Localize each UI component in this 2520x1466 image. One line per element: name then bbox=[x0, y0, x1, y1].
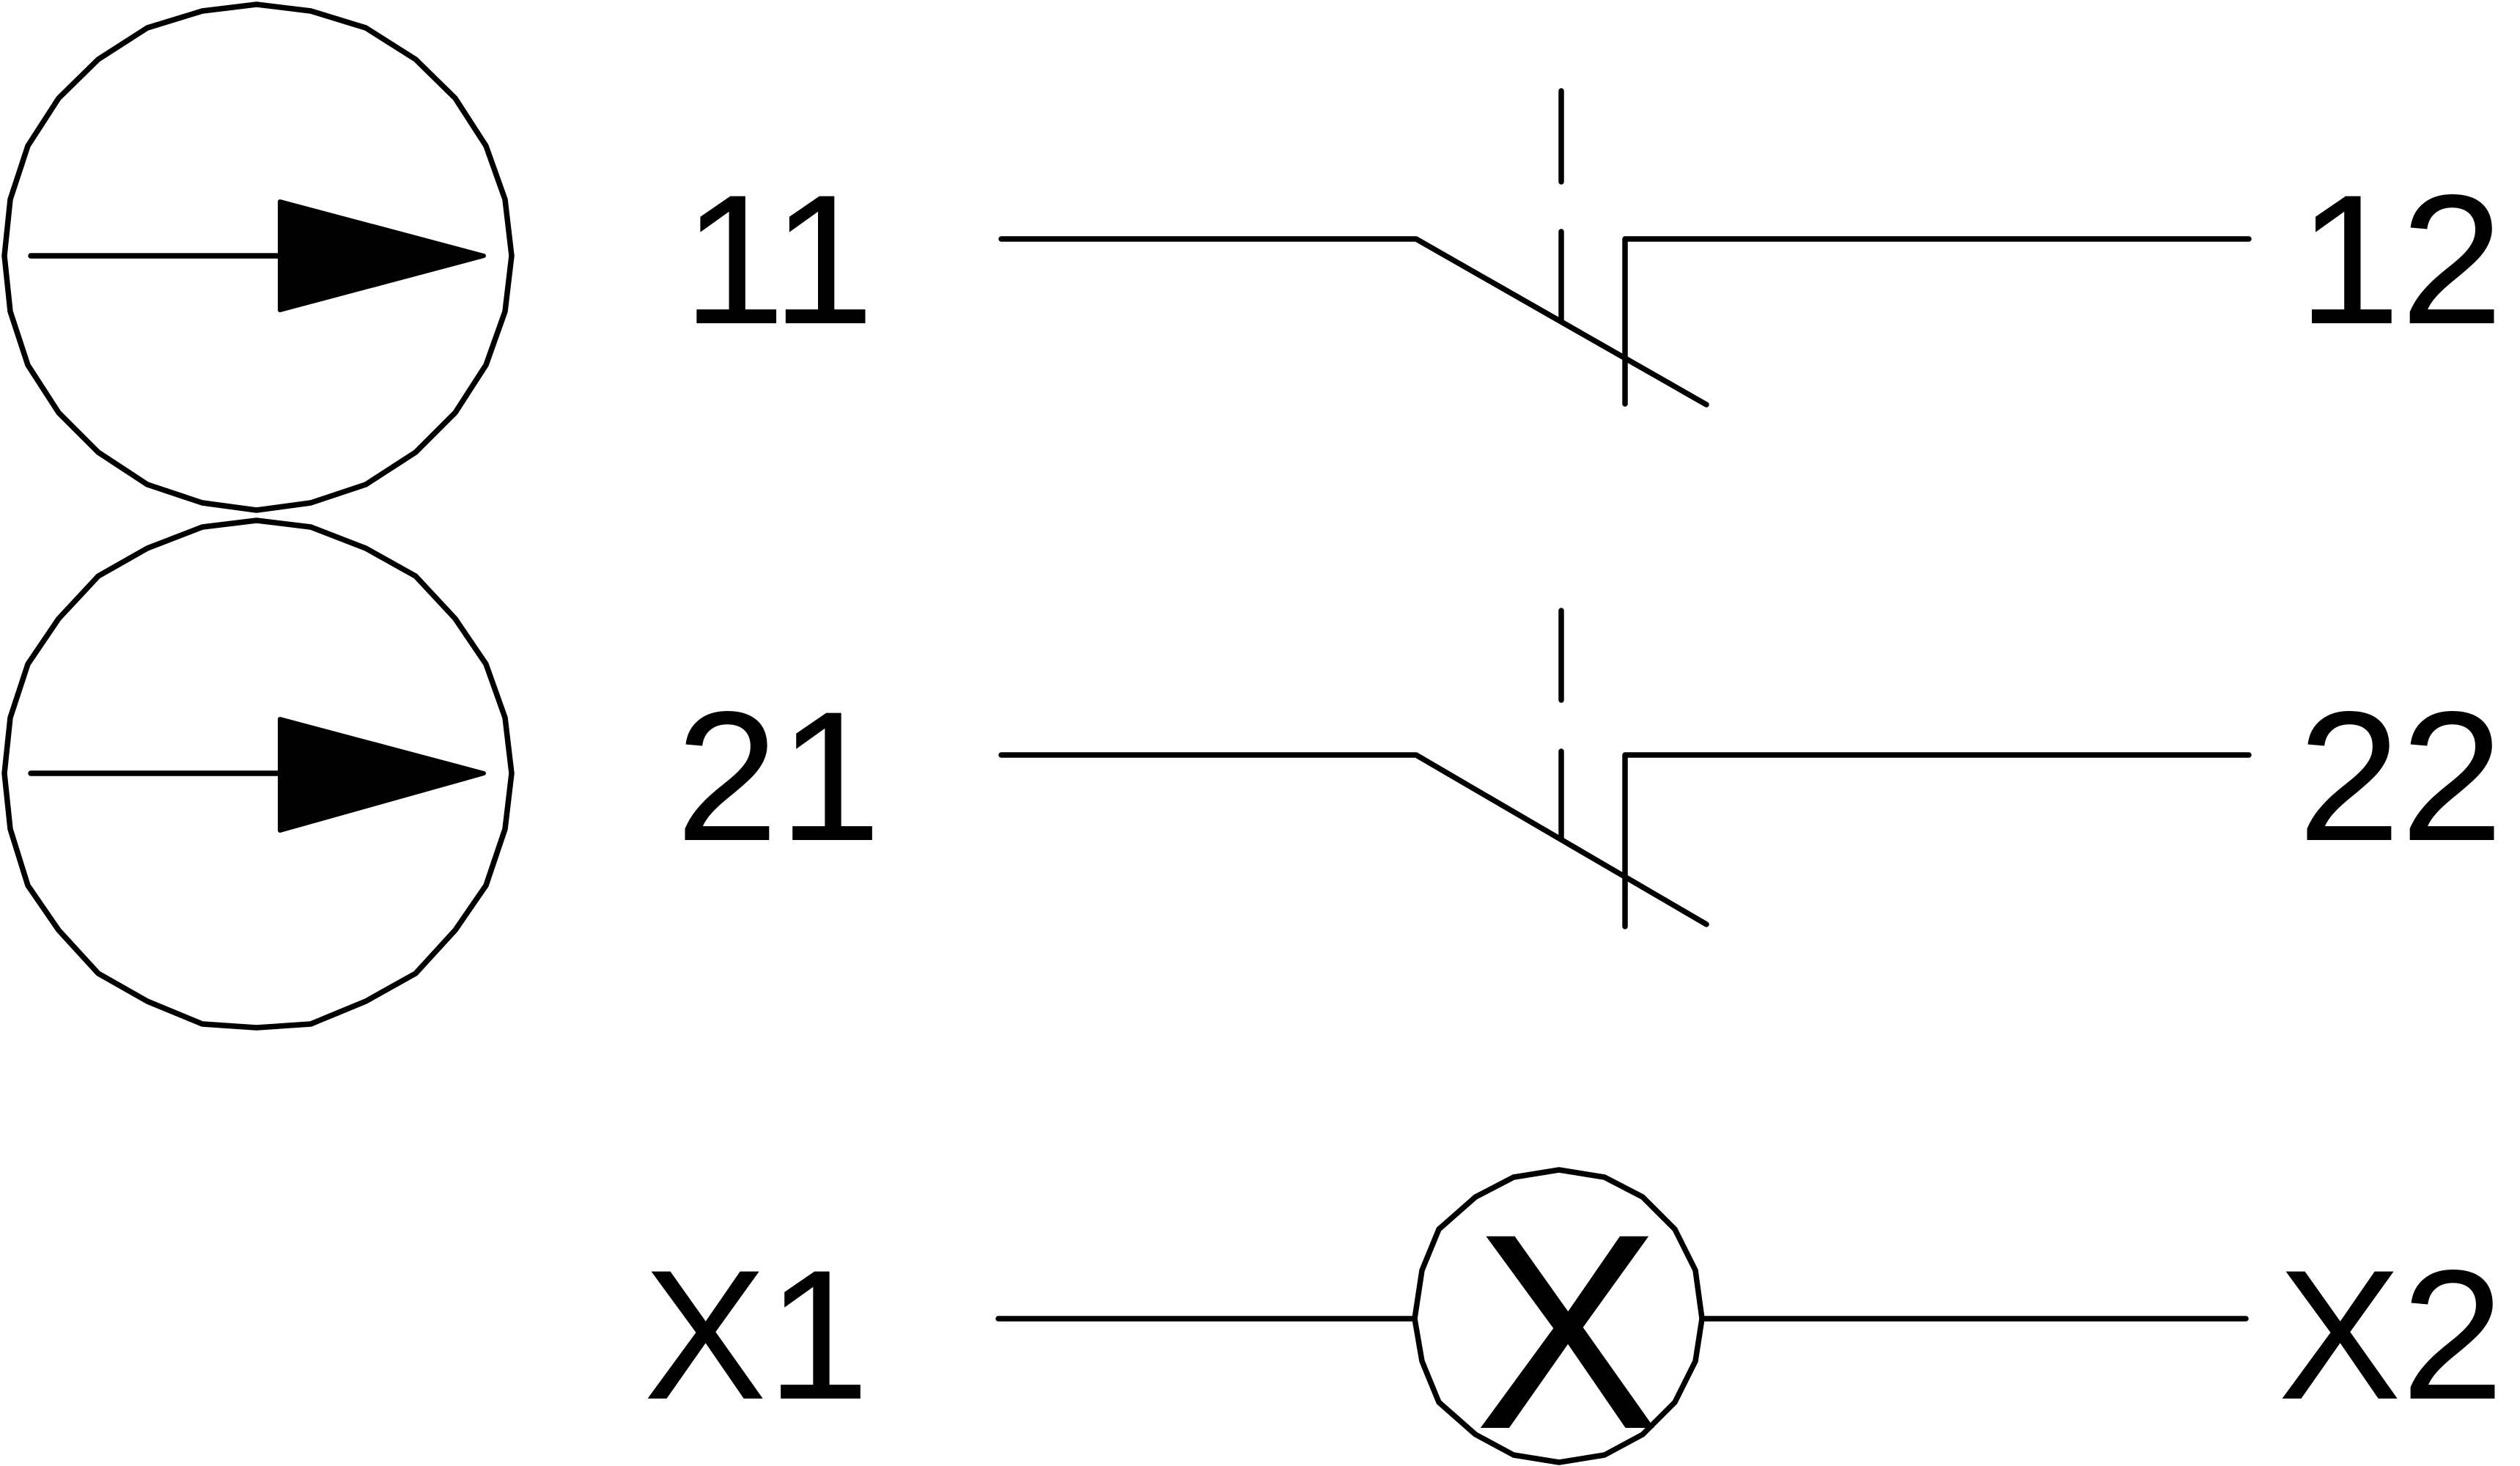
nc-contact-1 bbox=[998, 88, 2252, 408]
terminal-label-11: 11 bbox=[682, 157, 874, 363]
terminal-label-x2: X2 bbox=[2278, 1232, 2504, 1438]
contact-2-output-wire bbox=[1622, 752, 2252, 929]
terminal-label-22: 22 bbox=[2298, 674, 2503, 880]
lamp-x-symbol: X bbox=[1474, 1176, 1659, 1466]
actuator-arrow-head-2 bbox=[278, 717, 486, 833]
actuator-symbol-1 bbox=[1, 1, 515, 513]
lamp-circle bbox=[1412, 1167, 1705, 1465]
actuator-circle-2 bbox=[1, 517, 515, 1031]
nc-contact-2 bbox=[998, 608, 2252, 929]
actuator-arrow-head-1 bbox=[278, 199, 486, 312]
indicator-lamp: X bbox=[995, 1167, 2249, 1466]
actuator-symbol-2 bbox=[1, 517, 515, 1031]
actuator-circle-1 bbox=[1, 1, 515, 513]
terminal-label-x1: X1 bbox=[644, 1232, 869, 1438]
terminal-label-12: 12 bbox=[2298, 157, 2503, 363]
contact-1-output-wire bbox=[1622, 236, 2252, 407]
contact-1-input-wire bbox=[998, 236, 1709, 408]
terminal-label-21: 21 bbox=[676, 674, 881, 880]
contact-2-input-wire bbox=[998, 752, 1709, 927]
